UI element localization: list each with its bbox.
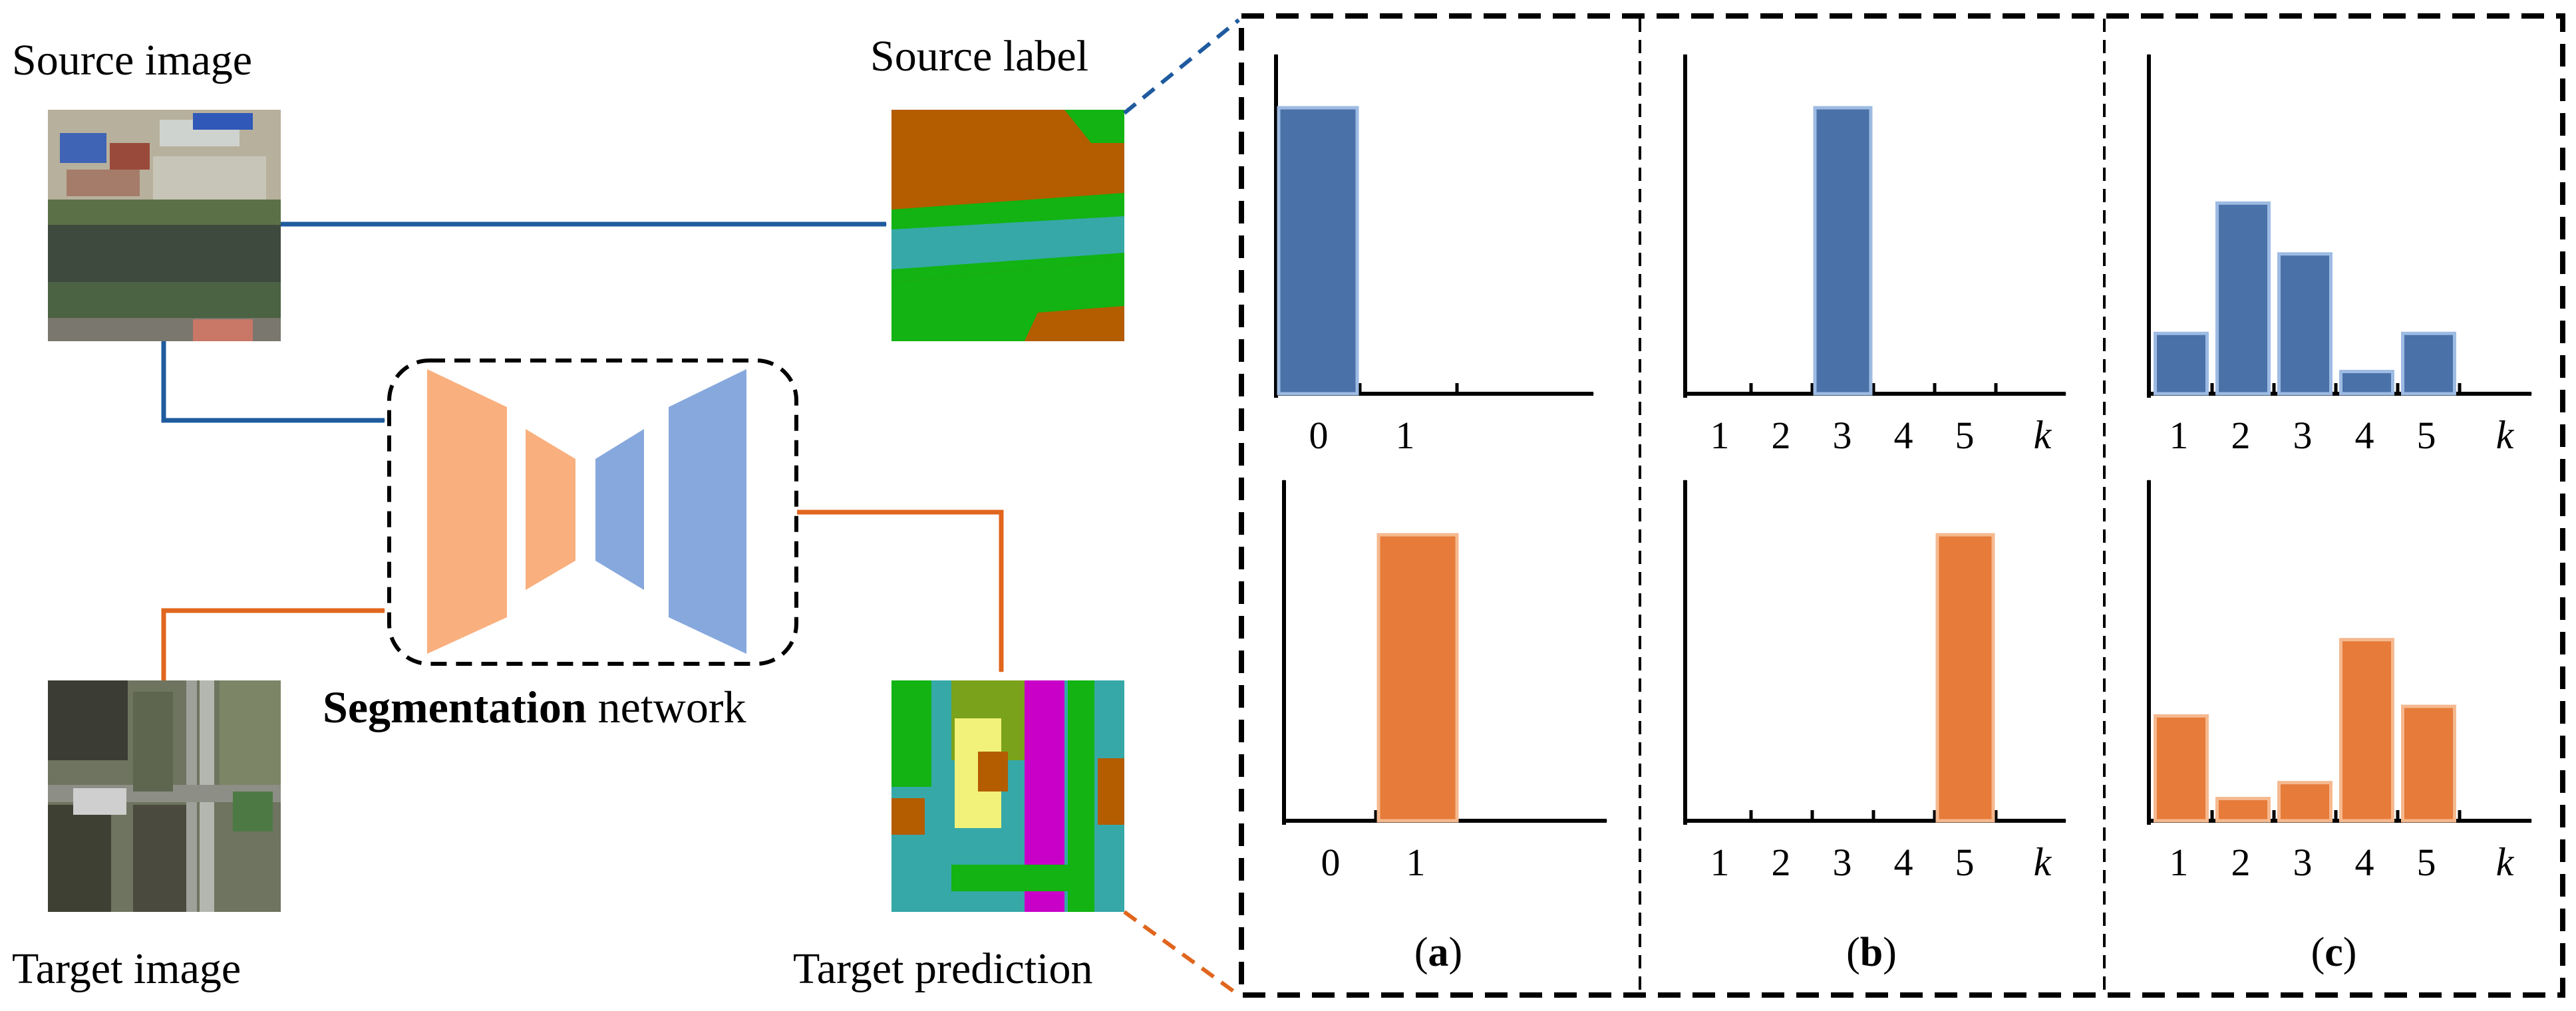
target-prediction-map (891, 680, 1124, 912)
source-label-label: Source label (870, 32, 1088, 80)
network-label-rest: network (587, 682, 746, 732)
axis-label-k: k (2496, 413, 2515, 457)
target-prediction-label: Target prediction (793, 944, 1093, 993)
tick-label: 4 (2355, 841, 2374, 884)
bar (1376, 533, 1459, 823)
source-image (48, 110, 281, 341)
bar (2215, 797, 2271, 823)
tick-label: 0 (1321, 841, 1341, 884)
network-to-prediction-arrow (797, 509, 1004, 673)
panels-frame (1239, 13, 2565, 998)
axis-label-k: k (2034, 840, 2052, 884)
tick-label: 0 (1309, 414, 1329, 457)
bar (2215, 201, 2271, 396)
panel-c-label: (c) (2311, 930, 2357, 975)
network-label-bold: Segmentation (323, 682, 587, 732)
source-label-map (891, 110, 1124, 341)
bar (2401, 331, 2456, 396)
tick-label: 1 (2170, 414, 2189, 457)
target-to-network-arrow (161, 608, 386, 680)
panel-a-label: (a) (1414, 930, 1462, 975)
network-label: Segmentation network (323, 682, 746, 732)
segmentation-network-box (387, 359, 798, 666)
source-connector-line (1123, 18, 1240, 115)
source-to-network-arrow (161, 341, 386, 423)
tick-label: 4 (1894, 841, 1913, 884)
target-image (48, 680, 281, 912)
tick-label: 1 (1710, 841, 1730, 884)
bar (2277, 252, 2333, 396)
panel-b-label: (b) (1846, 930, 1897, 975)
tick-label: 3 (2293, 841, 2313, 884)
tick-label: 1 (1396, 414, 1415, 457)
bar (2339, 370, 2394, 396)
tick-label: 1 (2170, 841, 2189, 884)
tick-label: 3 (2293, 414, 2313, 457)
tick-label: 1 (1406, 841, 1426, 884)
encoder-block-large (427, 369, 507, 654)
tick-label: 4 (1894, 414, 1913, 457)
bar (1277, 106, 1359, 396)
bar (2339, 638, 2394, 823)
axis-label-k: k (2034, 413, 2052, 457)
target-image-label: Target image (12, 944, 241, 993)
axis-label-k: k (2496, 840, 2515, 884)
tick-label: 4 (2355, 414, 2374, 457)
decoder-block-small (595, 429, 644, 590)
bar (2154, 714, 2209, 823)
tick-label: 5 (2417, 414, 2436, 457)
source-image-label: Source image (12, 36, 252, 84)
tick-label: 1 (1710, 414, 1730, 457)
target-connector-line (1123, 910, 1240, 997)
decoder-block-large (669, 369, 746, 654)
encoder-block-small (526, 429, 575, 590)
bar (2277, 781, 2333, 823)
tick-label: 5 (1955, 841, 1975, 884)
bar (2154, 331, 2209, 396)
bar (1935, 533, 1995, 823)
tick-label: 5 (1955, 414, 1975, 457)
tick-label: 3 (1833, 414, 1852, 457)
bar (2401, 704, 2456, 823)
bar (1813, 106, 1873, 396)
tick-label: 2 (2231, 414, 2251, 457)
tick-label: 2 (1772, 414, 1791, 457)
tick-label: 2 (2231, 841, 2251, 884)
tick-label: 2 (1772, 841, 1791, 884)
tick-label: 5 (2417, 841, 2436, 884)
tick-label: 3 (1833, 841, 1852, 884)
